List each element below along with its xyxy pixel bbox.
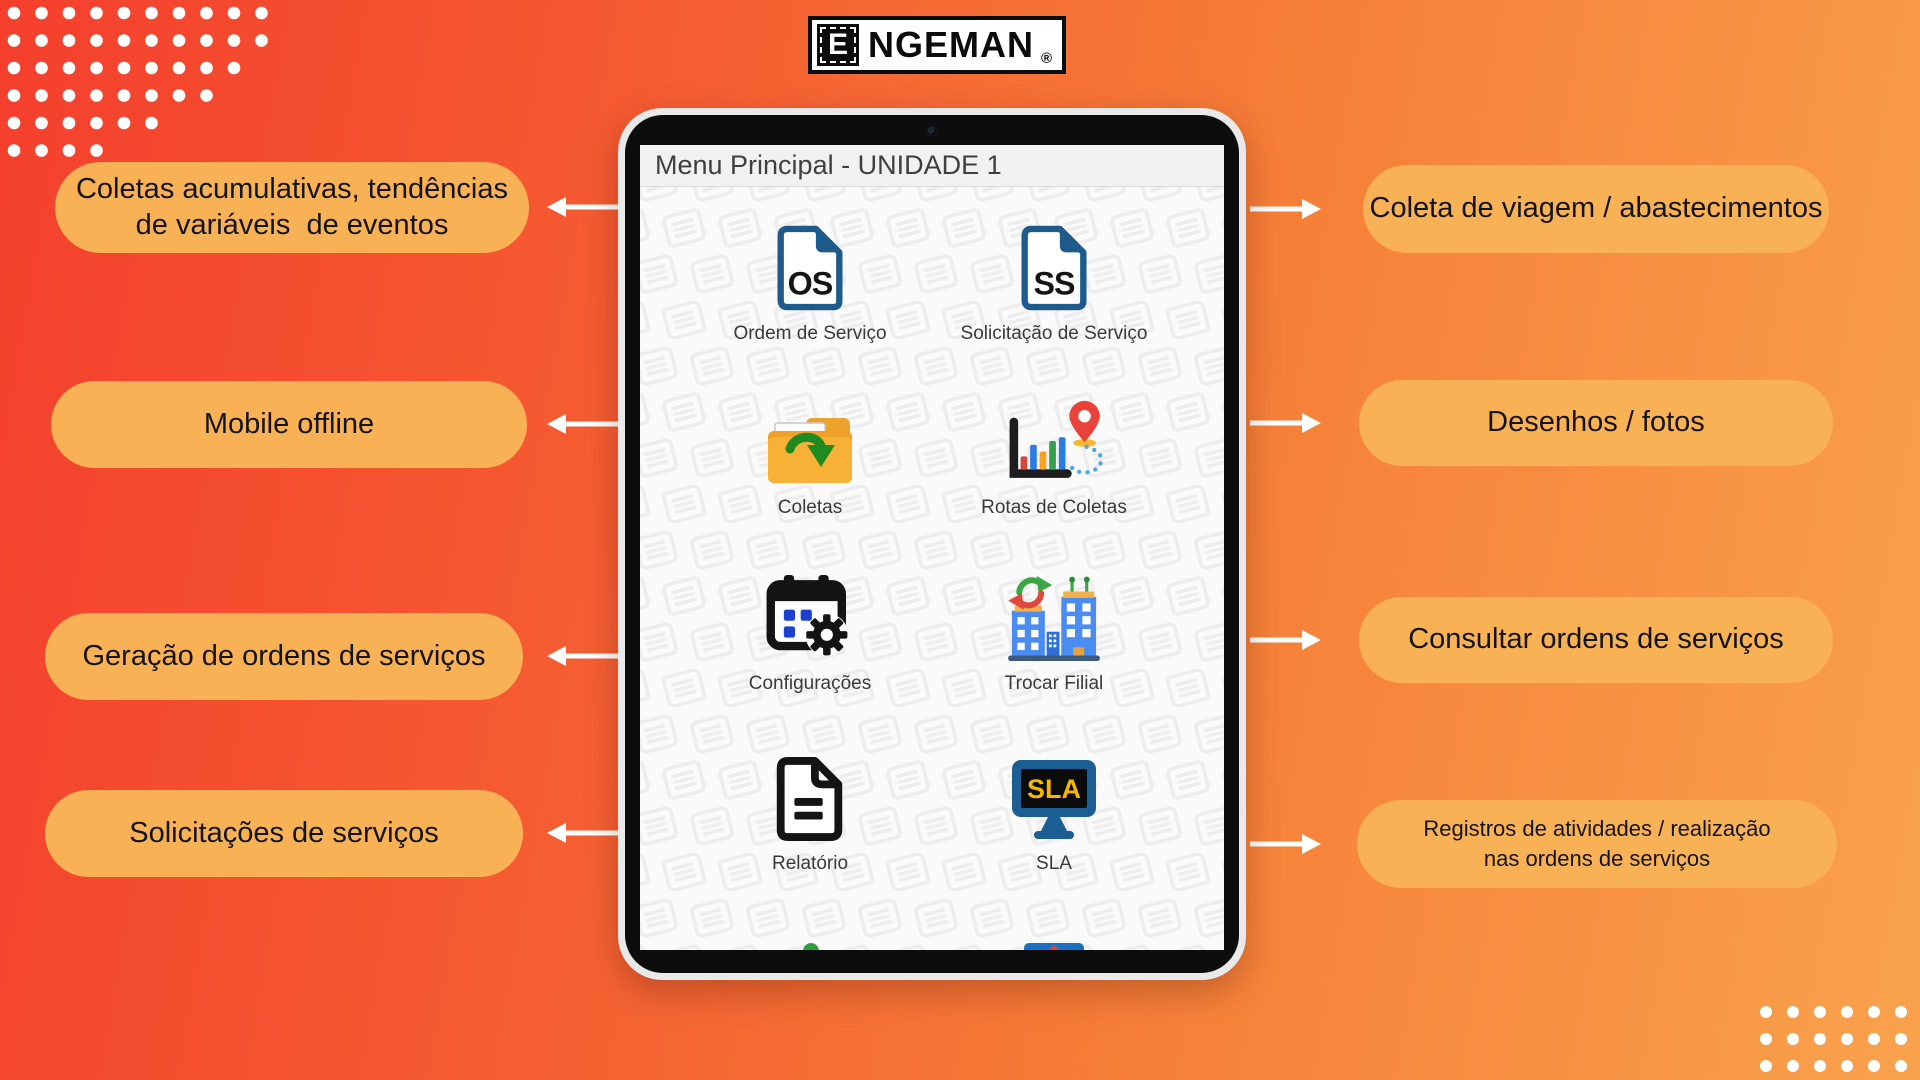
callout-consultar-ordens: Consultar ordens de serviços [1359, 597, 1833, 683]
app-relatorio[interactable]: Relatório [695, 755, 925, 875]
callout-line: de variáveis de eventos [135, 208, 449, 241]
app-solicitacao-de-servico[interactable]: SS Solicitação de Serviço [939, 225, 1169, 345]
partial-icon-sliver [1024, 943, 1084, 950]
callout-line: nas ordens de serviços [1483, 846, 1711, 871]
callout-desenhos-fotos: Desenhos / fotos [1359, 380, 1833, 466]
app-label: SLA [1036, 853, 1072, 874]
partial-icon-sliver [803, 943, 819, 950]
tablet-screen: Menu Principal - UNIDADE 1 OS Ordem de S… [640, 145, 1224, 950]
arrow-left-1-icon [547, 197, 618, 217]
arrow-right-1-icon [1250, 199, 1321, 219]
arrow-right-2-icon [1250, 413, 1321, 433]
svg-text:SLA: SLA [1027, 774, 1081, 804]
svg-text:SS: SS [1033, 265, 1075, 301]
ss-document-icon: SS [1021, 225, 1087, 311]
app-label: Configurações [748, 673, 872, 694]
callout-line: Desenhos / fotos [1487, 406, 1705, 439]
screen-title: Menu Principal - UNIDADE 1 [655, 150, 1002, 180]
callout-line: Coletas acumulativas, tendências [75, 173, 508, 206]
app-label: Ordem de Serviço [733, 323, 887, 344]
app-label: Trocar Filial [1004, 673, 1104, 694]
callout-line: Solicitações de serviços [129, 816, 439, 849]
app-label: Relatório [771, 853, 849, 874]
callout-line: Coleta de viagem / abastecimentos [1369, 192, 1823, 225]
decorative-dots-bottom-right [1760, 1006, 1907, 1072]
app-rotas-de-coletas[interactable]: Rotas de Coletas [939, 399, 1169, 519]
arrow-right-4-icon [1250, 834, 1321, 854]
callout-registros-atividades: Registros de atividades / realização nas… [1357, 800, 1837, 888]
engeman-stamp-icon: E [817, 24, 859, 66]
sla-monitor-icon: SLA [1012, 760, 1096, 839]
logo-letter: E [827, 28, 848, 61]
app-ordem-de-servico[interactable]: OS Ordem de Serviço [695, 225, 925, 345]
bar-chart-map-pin-icon [1009, 400, 1104, 478]
app-label: Solicitação de Serviço [960, 323, 1148, 344]
folder-download-icon [768, 418, 852, 483]
callout-solicitacoes-servicos: Solicitações de serviços [45, 790, 523, 877]
app-label: Coletas [777, 497, 843, 518]
app-label: Rotas de Coletas [981, 497, 1127, 518]
arrow-left-4-icon [547, 823, 618, 843]
app-configuracoes[interactable]: Configurações [695, 575, 925, 695]
app-sla[interactable]: SLA SLA [939, 755, 1169, 875]
callout-geracao-ordens: Geração de ordens de serviços [45, 613, 523, 700]
callout-mobile-offline: Mobile offline [51, 381, 527, 468]
callout-line: Consultar ordens de serviços [1408, 623, 1784, 656]
tablet-bezel: Menu Principal - UNIDADE 1 OS Ordem de S… [625, 115, 1239, 973]
tablet-mockup: Menu Principal - UNIDADE 1 OS Ordem de S… [618, 108, 1246, 980]
callout-line: Mobile offline [203, 407, 375, 440]
app-trocar-filial[interactable]: Trocar Filial [939, 575, 1169, 695]
app-coletas[interactable]: Coletas [695, 399, 925, 519]
os-document-icon: OS [777, 225, 843, 311]
tablet-camera [928, 127, 936, 135]
callout-line: Geração de ordens de serviços [82, 639, 486, 672]
callout-line: Registros de atividades / realização [1423, 816, 1771, 842]
decorative-dots-top-left [7, 6, 268, 157]
buildings-swap-icon [1008, 575, 1100, 661]
report-document-icon [776, 757, 843, 841]
callout-coleta-viagem: Coleta de viagem / abastecimentos [1363, 165, 1829, 253]
arrow-left-2-icon [547, 414, 618, 434]
calendar-gear-icon [766, 575, 849, 657]
arrow-left-3-icon [547, 646, 618, 666]
engeman-logo: E NGEMAN ® [808, 16, 1067, 74]
callout-coletas-acumulativas: Coletas acumulativas, tendências de vari… [55, 162, 529, 253]
arrow-right-3-icon [1250, 630, 1321, 650]
registered-mark: ® [1041, 50, 1053, 67]
svg-text:OS: OS [788, 265, 833, 301]
screen-header: Menu Principal - UNIDADE 1 [640, 145, 1224, 187]
logo-name: NGEMAN [868, 24, 1034, 65]
